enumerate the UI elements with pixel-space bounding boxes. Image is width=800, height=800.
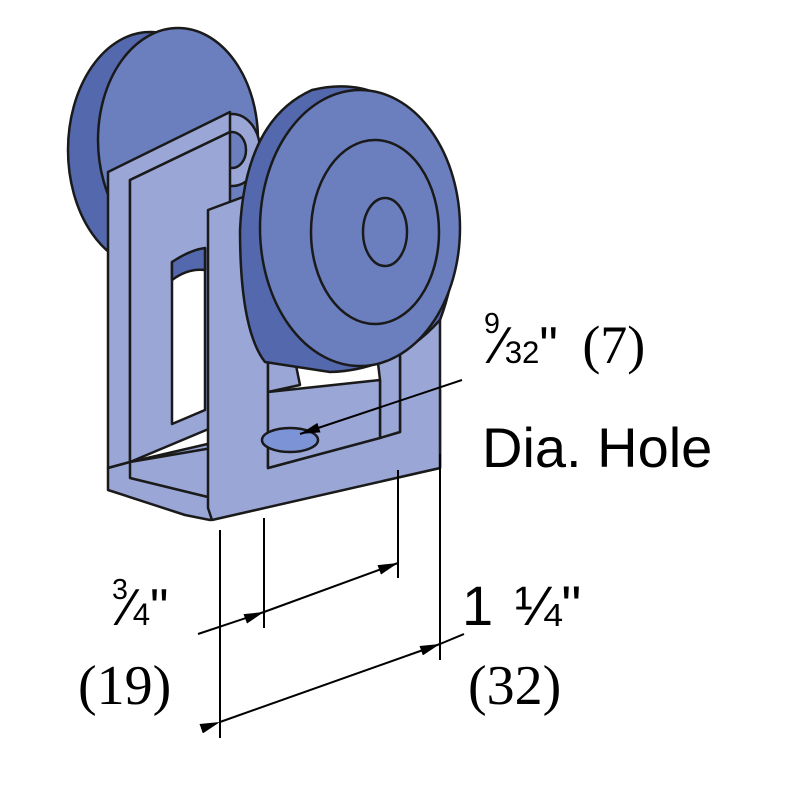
inner-dimension-metric: (19): [78, 655, 172, 717]
outer-dimension-whole: 1: [462, 574, 494, 637]
outer-dimension-arrow: [199, 643, 441, 734]
inner-dimension-fraction: 3⁄4: [112, 574, 151, 637]
inner-dimension-numerator: 3: [112, 574, 128, 606]
inner-dimension-label: 3⁄4": [110, 574, 169, 637]
outer-dimension-metric: (32): [468, 655, 562, 717]
outer-dimension-label: 1 ¼": [462, 578, 581, 634]
outer-dimension-fraction: ¼: [514, 574, 562, 637]
outer-dimension-inch-mark: ": [561, 574, 582, 637]
hole-caption: Dia. Hole: [482, 416, 713, 479]
base-hole: [260, 426, 320, 454]
front-roller-wheel: [238, 85, 462, 374]
front-roller-bore: [361, 196, 409, 268]
hole-size-fraction: 9⁄32: [484, 308, 540, 375]
hole-size-numerator: 9: [484, 308, 500, 340]
hole-size-label: 9⁄32" (7): [482, 308, 646, 375]
inner-dimension-inch-mark: ": [150, 579, 169, 637]
roller-bracket-part: [66, 26, 462, 522]
hole-size-metric: (7): [582, 315, 646, 375]
inner-dimension-arrow: [243, 562, 399, 624]
inner-dimension-denominator: 4: [132, 597, 151, 632]
dimension-lines: [197, 379, 465, 738]
hole-size-inch-mark: ": [539, 317, 558, 375]
outer-dimension-leader: [439, 633, 465, 645]
inner-dimension-leader: [197, 611, 265, 635]
hole-size-denominator: 32: [504, 335, 540, 370]
hole-leader-line: [299, 379, 463, 435]
